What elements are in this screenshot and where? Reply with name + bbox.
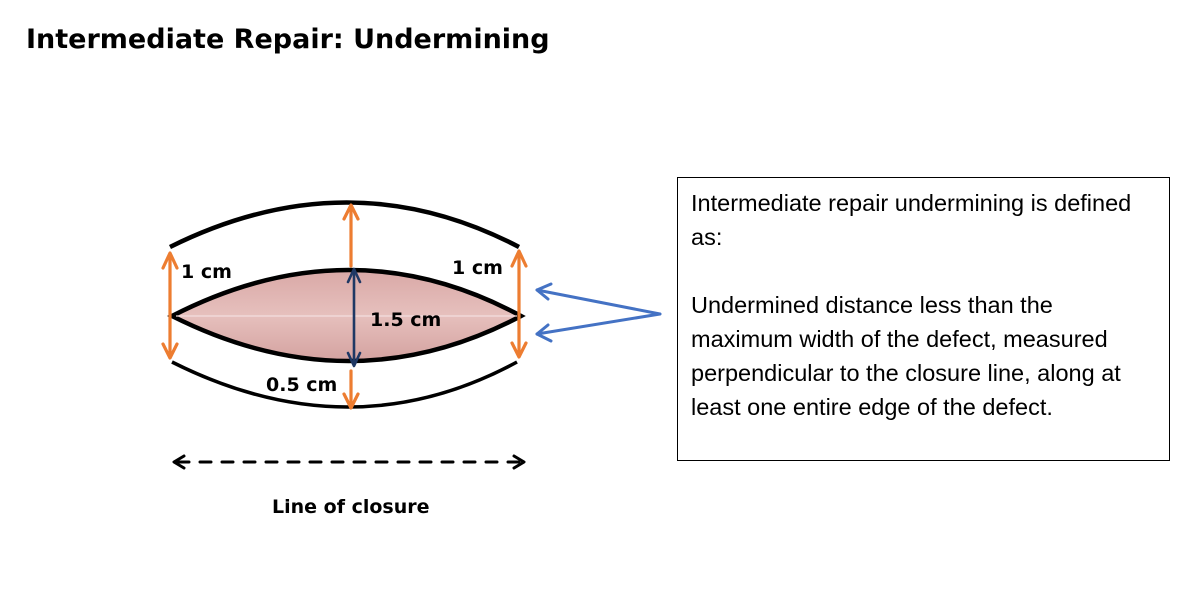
page-title: Intermediate Repair: Undermining bbox=[26, 24, 550, 55]
right-undermining-arrow bbox=[510, 249, 528, 359]
definition-heading: Intermediate repair undermining is defin… bbox=[691, 190, 1132, 250]
closure-line-arrow bbox=[172, 454, 526, 470]
right-undermining-label: 1 cm bbox=[452, 257, 503, 279]
bottom-undermining-arrow bbox=[342, 369, 360, 410]
defect-width-arrow bbox=[346, 267, 362, 368]
definition-text: Undermined distance less than the maximu… bbox=[691, 292, 1121, 420]
closure-line-label: Line of closure bbox=[272, 496, 430, 518]
bottom-undermining-label: 0.5 cm bbox=[266, 374, 337, 396]
upper-undermining-line bbox=[168, 200, 521, 250]
definition-box: Intermediate repair undermining is defin… bbox=[677, 177, 1170, 461]
top-undermining-arrow bbox=[342, 203, 360, 268]
left-undermining-label: 1 cm bbox=[181, 261, 232, 283]
left-undermining-arrow bbox=[161, 251, 179, 360]
pointer-arrows bbox=[535, 282, 662, 343]
lower-undermining-line bbox=[171, 360, 518, 409]
defect-width-label: 1.5 cm bbox=[370, 309, 441, 331]
spacer bbox=[691, 254, 1157, 288]
